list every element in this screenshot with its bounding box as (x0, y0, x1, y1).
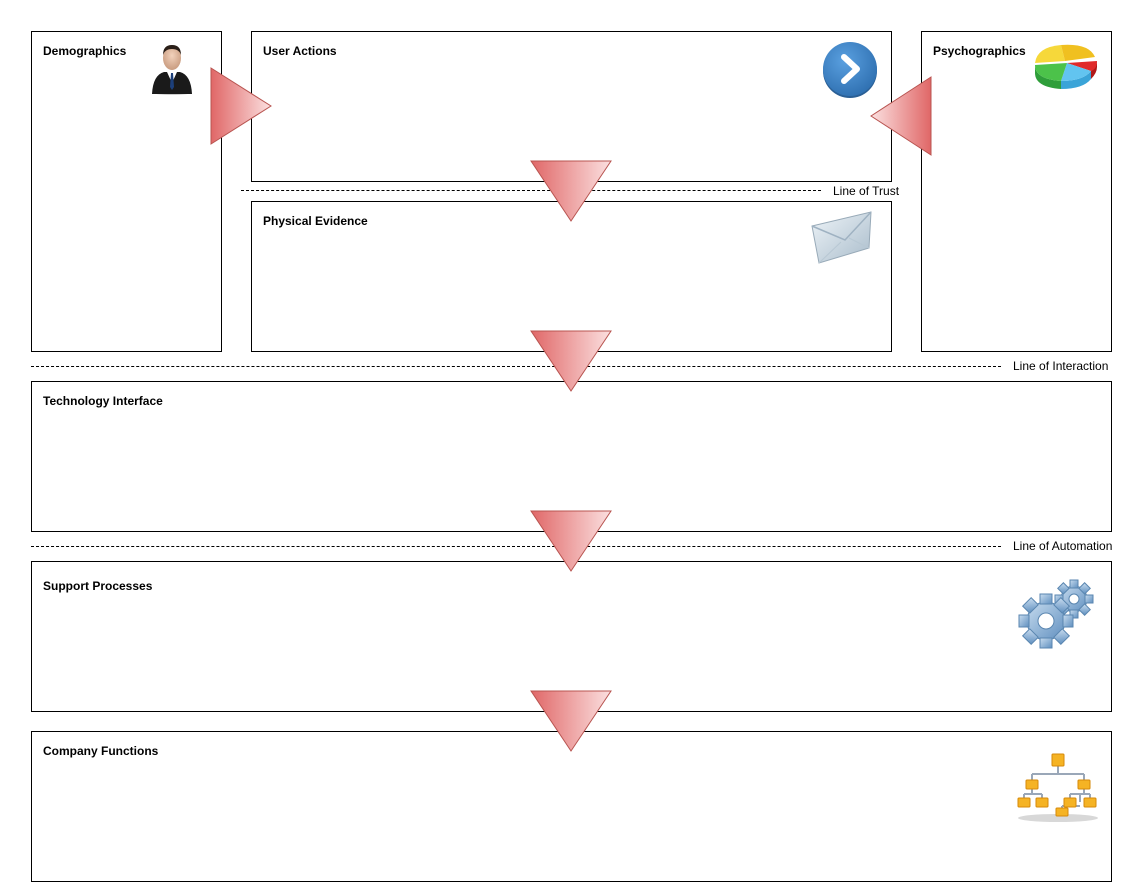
technology-interface-box[interactable]: Technology Interface (31, 381, 1112, 532)
user-actions-box[interactable]: User Actions (251, 31, 892, 182)
company-functions-box[interactable]: Company Functions (31, 731, 1112, 882)
line-of-automation (31, 546, 1001, 547)
pie-chart-icon (1035, 44, 1097, 89)
envelope-icon (811, 211, 872, 264)
line-of-interaction (31, 366, 1001, 367)
psychographics-box[interactable]: Psychographics (921, 31, 1112, 352)
demographics-title: Demographics (43, 44, 127, 58)
arrow-left-psychographics (870, 76, 932, 156)
line-of-automation-label: Line of Automation (1013, 539, 1113, 553)
user-actions-title: User Actions (263, 44, 337, 58)
gears-icon (1018, 579, 1094, 649)
technology-interface-title: Technology Interface (43, 394, 163, 408)
arrow-down-4 (530, 690, 612, 752)
psychographics-title: Psychographics (933, 44, 1026, 58)
company-functions-title: Company Functions (43, 744, 159, 758)
chevron-right-circle-icon (823, 42, 877, 98)
arrow-right-demographics (210, 67, 272, 145)
support-processes-title: Support Processes (43, 579, 153, 593)
arrow-down-3 (530, 510, 612, 572)
arrow-down-1 (530, 160, 612, 222)
physical-evidence-title: Physical Evidence (263, 214, 368, 228)
support-processes-box[interactable]: Support Processes (31, 561, 1112, 712)
line-of-interaction-label: Line of Interaction (1013, 359, 1109, 373)
arrow-down-2 (530, 330, 612, 392)
org-chart-icon (1017, 753, 1098, 822)
line-of-trust-label: Line of Trust (833, 184, 900, 198)
businessman-icon (152, 45, 192, 95)
line-of-trust (241, 190, 821, 191)
